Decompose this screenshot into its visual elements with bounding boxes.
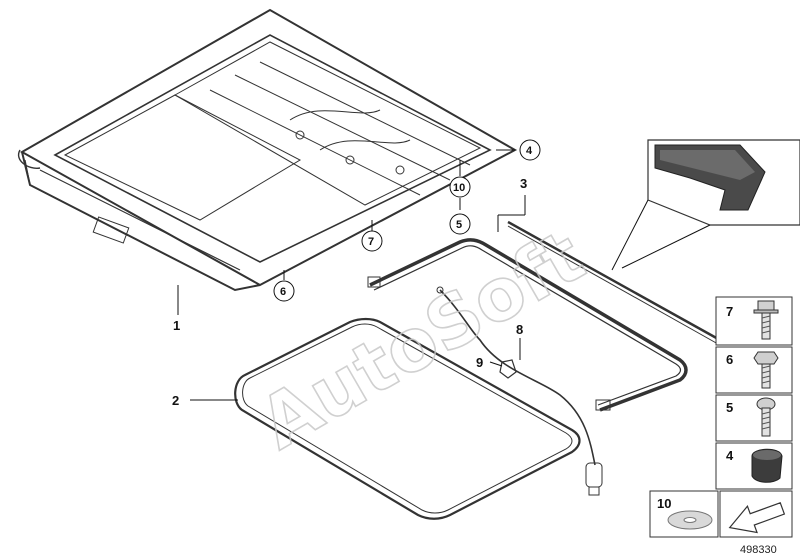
legend-label-5: 5 — [726, 400, 733, 415]
clip-part[interactable] — [499, 359, 517, 379]
callout-3: 3 — [520, 176, 527, 191]
drain-channel-part[interactable] — [367, 195, 721, 412]
bushing-icon — [751, 448, 783, 483]
detail-inset — [611, 139, 800, 271]
legend-label-6: 6 — [726, 352, 733, 367]
callout-7-circle — [361, 230, 383, 252]
diagram-id: 498330 — [740, 544, 777, 556]
callout-2: 2 — [172, 393, 179, 408]
watermark: AutoSoft — [246, 214, 598, 466]
legend-row-5[interactable]: 5 — [726, 397, 776, 437]
callout-4: 4 — [526, 145, 533, 157]
screw-icon — [753, 300, 779, 340]
callout-6-circle — [273, 280, 295, 302]
callout-5-circle — [449, 213, 471, 235]
legend-row-6[interactable]: 6 — [726, 351, 779, 389]
callout-7: 7 — [368, 236, 374, 248]
bolt-icon — [756, 397, 776, 437]
arrow-icon — [728, 502, 786, 534]
callout-9: 9 — [476, 355, 483, 370]
callout-4-circle — [519, 139, 541, 161]
callout-10: 10 — [453, 182, 465, 194]
cable-part[interactable] — [436, 286, 603, 496]
hex-bolt-icon — [753, 351, 779, 389]
legend-row-10[interactable]: 10 — [657, 496, 713, 530]
legend-label-10: 10 — [657, 496, 671, 511]
callout-10-circle — [449, 176, 471, 198]
callout-6: 6 — [280, 286, 286, 298]
seal-part[interactable] — [234, 317, 581, 520]
callout-5: 5 — [456, 219, 462, 231]
washer-icon — [667, 510, 713, 530]
legend-label-4: 4 — [726, 448, 734, 463]
sunroof-frame-part[interactable] — [17, 8, 518, 292]
callout-8: 8 — [516, 322, 523, 337]
legend-row-4[interactable]: 4 — [726, 448, 783, 483]
legend-label-7: 7 — [726, 304, 733, 319]
leader-lines — [177, 149, 521, 401]
callout-1: 1 — [173, 318, 180, 333]
legend-row-7[interactable]: 7 — [726, 300, 779, 340]
